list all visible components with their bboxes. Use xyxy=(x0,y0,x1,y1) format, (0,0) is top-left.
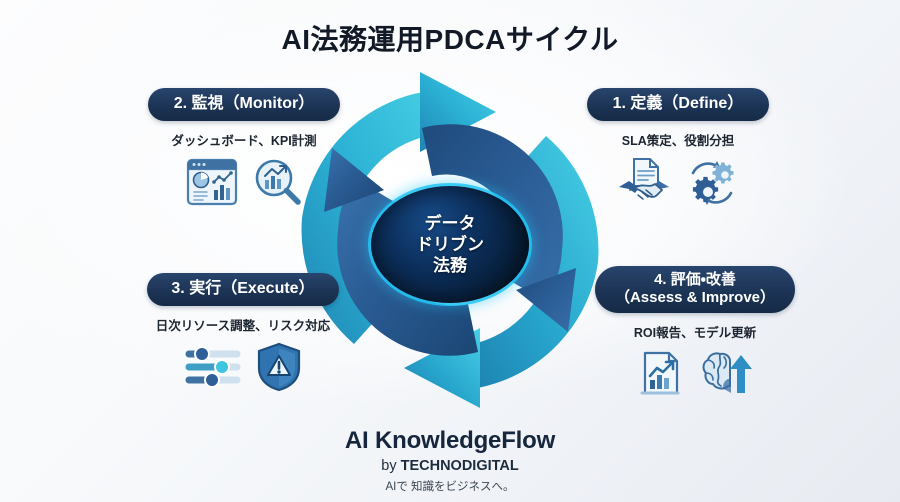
quadrant-define-label: 1. 定義（Define） xyxy=(612,95,744,112)
center-hub: データ ドリブン 法務 xyxy=(371,186,529,303)
quadrant-define-pill[interactable]: 1. 定義（Define） xyxy=(586,88,770,121)
quadrant-monitor-icons xyxy=(185,157,303,207)
brand-tagline: AIで 知識をビジネスへ。 xyxy=(385,481,515,493)
quadrant-assess-label: 4. 評価・改善 xyxy=(654,271,736,288)
sliders-icon xyxy=(184,343,242,391)
shield-warning-icon xyxy=(256,342,302,392)
quadrant-assess-icons xyxy=(636,349,754,399)
quadrant-assess[interactable]: 4. 評価・改善 （Assess & Improve） ROI報告、モデル更新 xyxy=(580,266,810,399)
quadrant-execute-pill[interactable]: 3. 実行（Execute） xyxy=(147,273,339,306)
hub-line-1: データ xyxy=(424,213,476,233)
quadrant-execute-subtitle: 日次リソース調整、リスク対応 xyxy=(155,318,331,333)
brand-company: TECHNODIGITAL xyxy=(400,458,519,474)
brain-arrow-icon xyxy=(700,349,754,399)
quadrant-assess-subtitle: ROI報告、モデル更新 xyxy=(633,325,757,340)
hub-line-2: ドリブン xyxy=(416,234,484,254)
quadrant-execute-label: 3. 実行（Execute） xyxy=(171,280,315,297)
quadrant-monitor-pill[interactable]: 2. 監視（Monitor） xyxy=(147,88,341,121)
brand-by-line: by TECHNODIGITAL xyxy=(0,458,900,474)
cycle-arrow-inner-right xyxy=(422,124,576,332)
quadrant-define[interactable]: 1. 定義（Define） SLA策定、役割分担 xyxy=(568,88,788,209)
dashboard-chart-icon xyxy=(185,157,239,207)
page-title: AI法務運用PDCAサイクル xyxy=(281,24,619,55)
quadrant-monitor-label: 2. 監視（Monitor） xyxy=(173,95,315,112)
quadrant-define-icons xyxy=(617,157,739,209)
quadrant-assess-pill[interactable]: 4. 評価・改善 （Assess & Improve） xyxy=(594,266,796,313)
hub-line-3: 法務 xyxy=(433,256,467,276)
brand-by-prefix: by xyxy=(381,458,401,474)
quadrant-monitor-subtitle: ダッシュボード、KPI計測 xyxy=(171,133,317,148)
quadrant-monitor[interactable]: 2. 監視（Monitor） ダッシュボード、KPI計測 xyxy=(120,88,368,207)
gears-cycle-icon xyxy=(685,157,739,209)
quadrant-assess-label-en: （Assess & Improve） xyxy=(614,289,776,307)
handshake-document-icon xyxy=(617,157,671,209)
brand-name: AI KnowledgeFlow xyxy=(344,427,556,454)
quadrant-define-subtitle: SLA策定、役割分担 xyxy=(621,133,735,148)
report-growth-icon xyxy=(636,349,686,399)
magnifier-chart-icon xyxy=(253,157,303,207)
quadrant-execute-icons xyxy=(184,342,302,392)
cycle-arrow-inner-left xyxy=(324,148,478,356)
quadrant-execute[interactable]: 3. 実行（Execute） 日次リソース調整、リスク対応 xyxy=(118,273,368,392)
footer: AI KnowledgeFlow by TECHNODIGITAL AIで 知識… xyxy=(0,427,900,494)
